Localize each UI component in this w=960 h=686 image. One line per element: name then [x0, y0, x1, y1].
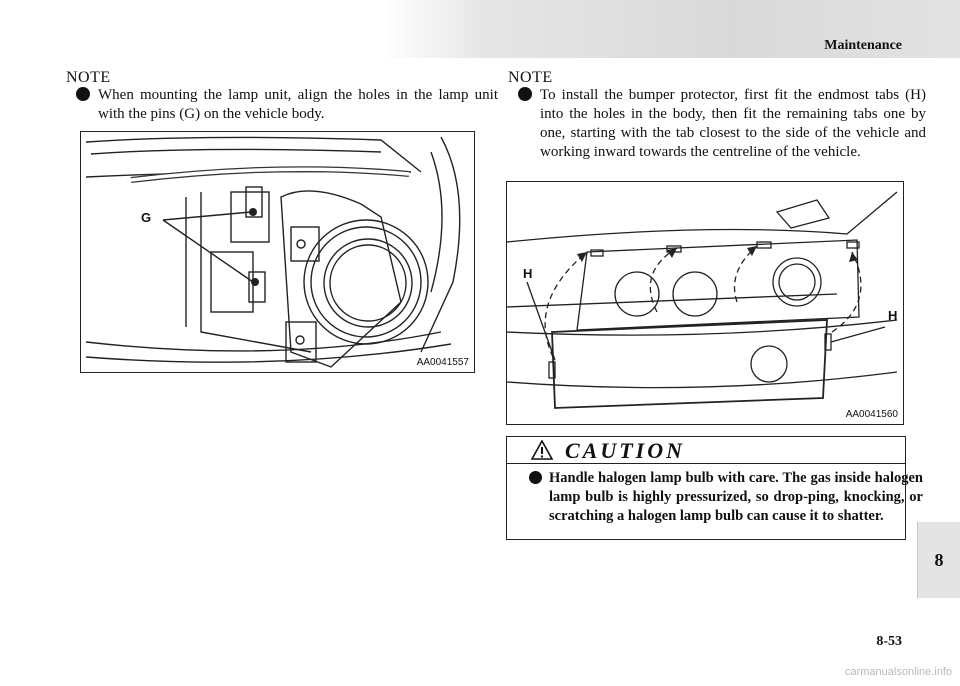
callout-h-left: H [523, 266, 533, 281]
watermark: carmanualsonline.info [844, 666, 952, 678]
left-figure-code: AA0041557 [416, 357, 469, 368]
caution-text: Handle halogen lamp bulb with care. The … [549, 470, 923, 524]
header-band [380, 0, 960, 58]
bumper-protector-figure: H H AA0041560 [506, 181, 904, 425]
caution-body: Handle halogen lamp bulb with care. The … [529, 469, 923, 526]
bumper-protector-illustration [507, 191, 898, 409]
callout-h-right: H [888, 308, 898, 323]
warning-triangle-icon [531, 440, 553, 460]
caution-title-row: CAUTION [507, 437, 905, 464]
right-note-label: NOTE [508, 69, 553, 86]
lamp-unit-illustration [85, 136, 461, 368]
bullet-icon [529, 471, 542, 484]
bullet-icon [76, 87, 90, 101]
caution-title: CAUTION [565, 438, 686, 463]
page-number: 8-53 [876, 634, 902, 649]
right-note-text: To install the bumper protector, first f… [540, 87, 926, 160]
left-note-text: When mounting the lamp unit, align the h… [98, 87, 498, 122]
left-note-label: NOTE [66, 69, 111, 86]
section-title: Maintenance [824, 38, 902, 53]
left-note-body: When mounting the lamp unit, align the h… [76, 86, 498, 124]
right-figure-code: AA0041560 [845, 409, 898, 420]
lamp-unit-figure: G AA0041557 [80, 131, 475, 373]
bullet-icon [518, 87, 532, 101]
right-note-body: To install the bumper protector, first f… [518, 86, 926, 162]
callout-g: G [141, 210, 152, 225]
chapter-tab: 8 [917, 522, 960, 598]
caution-box: CAUTION Handle halogen lamp bulb with ca… [506, 436, 923, 540]
